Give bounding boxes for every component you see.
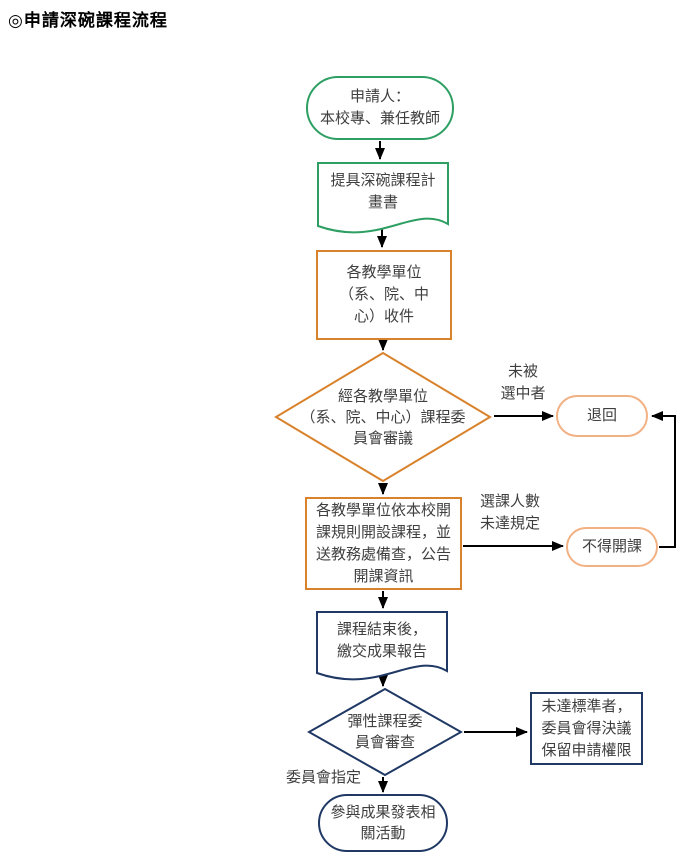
node-committee-review: 彈性課程委 員會審查 <box>307 688 463 776</box>
node-reject: 退回 <box>556 395 648 437</box>
page-title: ◎申請深碗課程流程 <box>8 11 168 31</box>
node-review: 經各教學單位 （系、院、中心）課程委 員會審議 <box>274 352 492 482</box>
document-shape-navy <box>316 611 448 681</box>
node-report: 課程結束後， 繳交成果報告 <box>316 611 448 687</box>
node-proposal-text: 提具深碗課程計 畫書 <box>317 170 449 214</box>
node-proposal-line2: 畫書 <box>367 194 398 211</box>
edge-label-not-selected-line2: 選中者 <box>500 385 546 402</box>
node-review-line2: （系、院、中心）課程委 <box>300 408 466 426</box>
edge-label-under-enrolled-line2: 未達規定 <box>479 515 540 532</box>
node-open-course-line3: 送教務處備查，公告 <box>315 545 451 563</box>
node-open-course-line1: 各教學單位依本校開 <box>315 501 451 519</box>
node-open-course: 各教學單位依本校開 課規則開設課程，並 送教務處備查，公告 開課資訊 <box>305 497 462 590</box>
node-committee-review-line2: 員會審查 <box>354 734 415 751</box>
edge-label-not-selected: 未被 選中者 <box>490 361 556 405</box>
node-applicant: 申請人： 本校專、兼任教師 <box>306 76 454 140</box>
node-review-text: 經各教學單位 （系、院、中心）課程委 員會審議 <box>274 352 492 482</box>
node-reserve-line3: 保留申請權限 <box>541 741 632 759</box>
edge-label-committee-assign-line1: 委員會指定 <box>286 769 362 786</box>
node-receive-line2: （系、院、中 <box>338 286 429 303</box>
document-shape-green <box>317 162 449 234</box>
edge-label-committee-assign: 委員會指定 <box>286 767 396 789</box>
node-receive-line1: 各教學單位 <box>346 264 422 281</box>
node-reserve-line2: 委員會得決議 <box>541 719 632 737</box>
edge-label-under-enrolled: 選課人數 未達規定 <box>477 491 543 535</box>
node-receive: 各教學單位 （系、院、中 心）收件 <box>316 250 452 340</box>
edge-label-not-selected-line1: 未被 <box>507 363 538 380</box>
node-applicant-line1: 申請人： <box>349 88 410 105</box>
node-report-line1: 課程結束後， <box>336 621 427 638</box>
node-review-line1: 經各教學單位 <box>337 387 428 405</box>
node-open-course-line2: 課規則開設課程，並 <box>315 523 451 541</box>
node-present: 參與成果發表相 關活動 <box>318 794 448 852</box>
node-report-line2: 繳交成果報告 <box>336 643 427 660</box>
node-proposal: 提具深碗課程計 畫書 <box>317 162 449 240</box>
node-reserve-line1: 未達標準者， <box>541 697 632 715</box>
node-review-line3: 員會審議 <box>352 429 413 447</box>
decision-shape-orange <box>274 352 492 482</box>
arrow-nocourse-to-reject <box>651 411 676 548</box>
node-present-line2: 關活動 <box>360 825 406 842</box>
node-no-course-line1: 不得開課 <box>581 538 642 555</box>
node-reject-line1: 退回 <box>586 407 617 424</box>
node-applicant-line2: 本校專、兼任教師 <box>319 110 440 127</box>
node-open-course-line4: 開課資訊 <box>353 567 414 585</box>
node-proposal-line1: 提具深碗課程計 <box>330 172 436 189</box>
node-receive-line3: 心）收件 <box>353 308 414 325</box>
node-no-course: 不得開課 <box>566 527 658 567</box>
node-committee-review-text: 彈性課程委 員會審查 <box>307 688 463 776</box>
node-committee-review-line1: 彈性課程委 <box>347 713 423 730</box>
node-report-text: 課程結束後， 繳交成果報告 <box>316 619 448 663</box>
decision-shape-navy <box>307 688 463 776</box>
node-reserve: 未達標準者， 委員會得決議 保留申請權限 <box>530 692 643 765</box>
edge-label-under-enrolled-line1: 選課人數 <box>479 493 540 510</box>
node-present-line1: 參與成果發表相 <box>330 804 436 821</box>
